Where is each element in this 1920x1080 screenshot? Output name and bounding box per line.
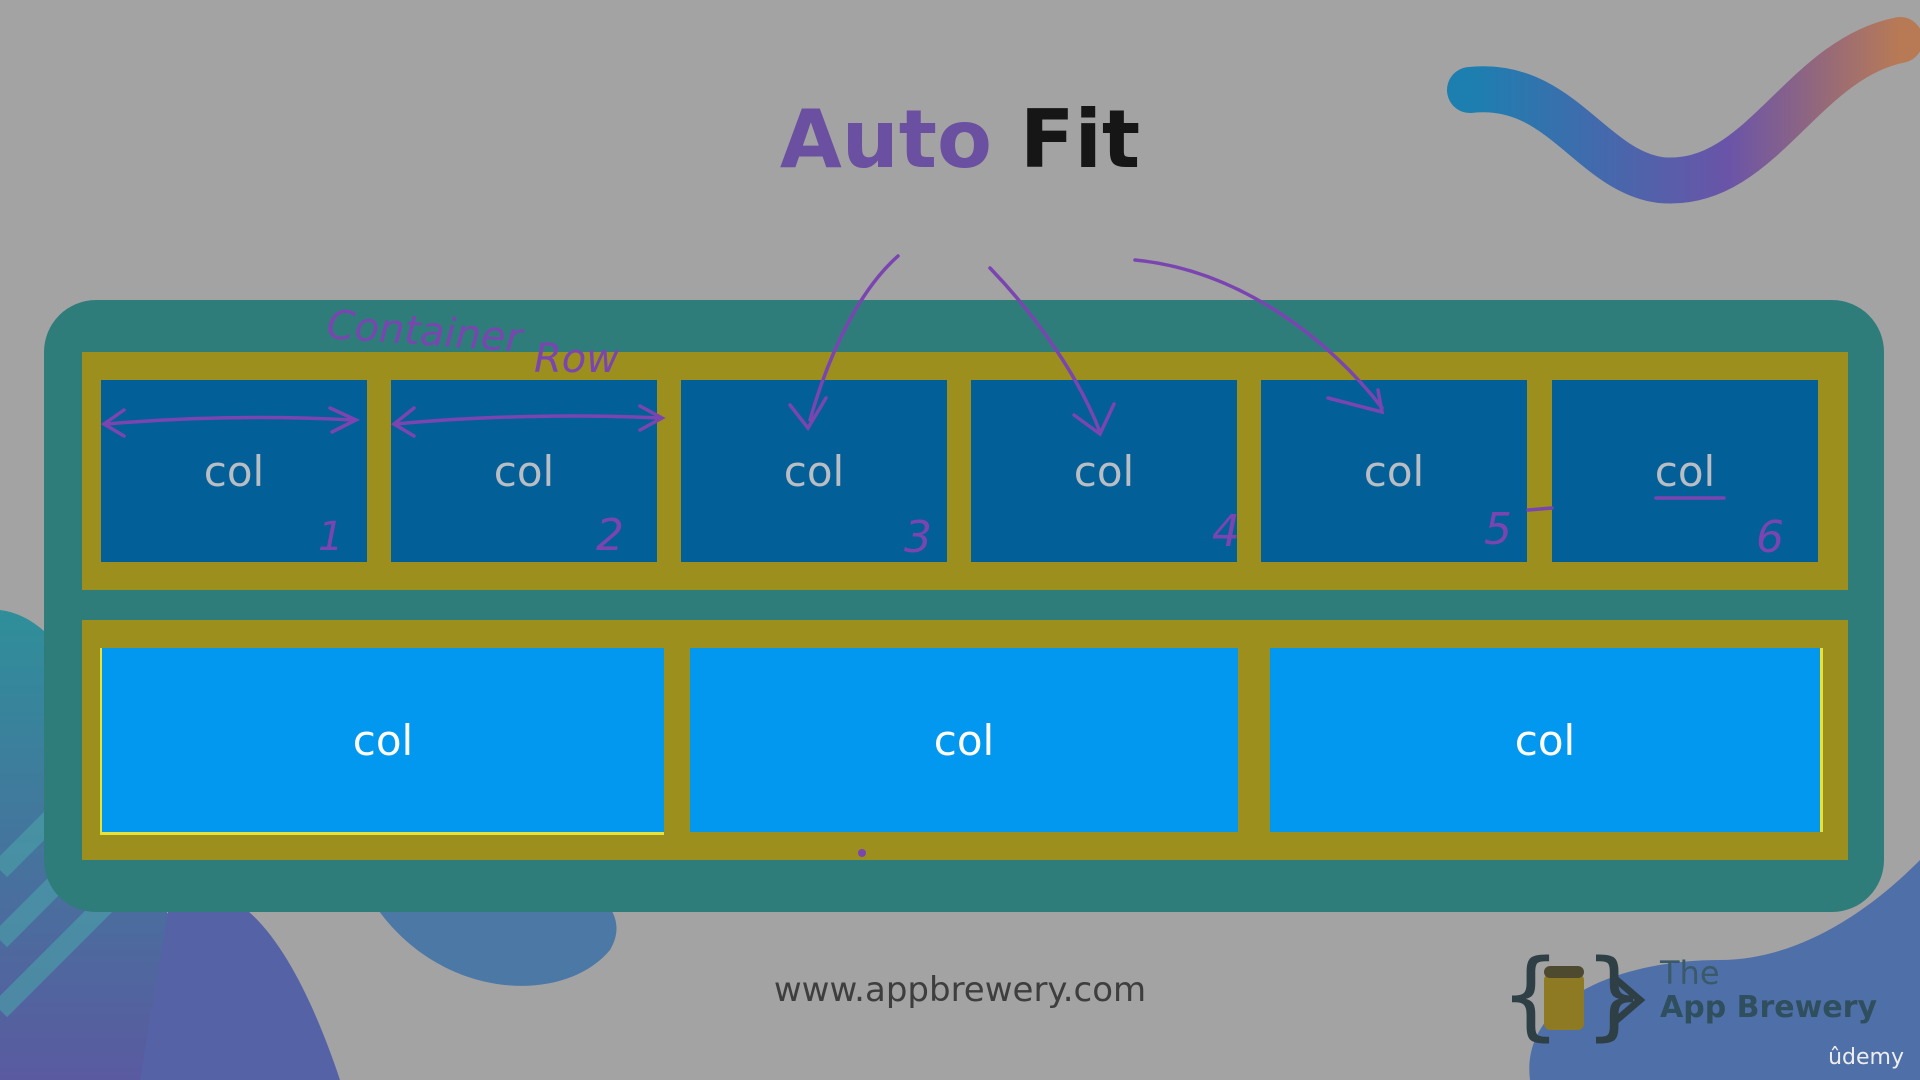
logo-text-app-brewery: App Brewery [1660, 990, 1878, 1025]
row2-col-3: col [1270, 648, 1823, 832]
title-word-fit: Fit [1019, 93, 1141, 186]
row2-col-2: col [690, 648, 1238, 832]
row1-col-1: col [101, 380, 367, 562]
row2-col-1: col [100, 648, 664, 835]
code-braces-beer-icon: { } [1500, 940, 1646, 1050]
row1-col-4: col [971, 380, 1237, 562]
footer-url: www.appbrewery.com [773, 970, 1147, 1010]
row1-col-5: col [1261, 380, 1527, 562]
udemy-watermark: ûdemy [1828, 1045, 1904, 1070]
row1-col-6: col [1552, 380, 1818, 562]
row1-col-3: col [681, 380, 947, 562]
app-brewery-logo: { } The App Brewery [1500, 940, 1900, 1060]
logo-text-the: The [1660, 954, 1720, 992]
row1-col-2: col [391, 380, 657, 562]
title-word-auto: Auto [779, 93, 992, 186]
page-title: Auto Fit [0, 92, 1920, 188]
